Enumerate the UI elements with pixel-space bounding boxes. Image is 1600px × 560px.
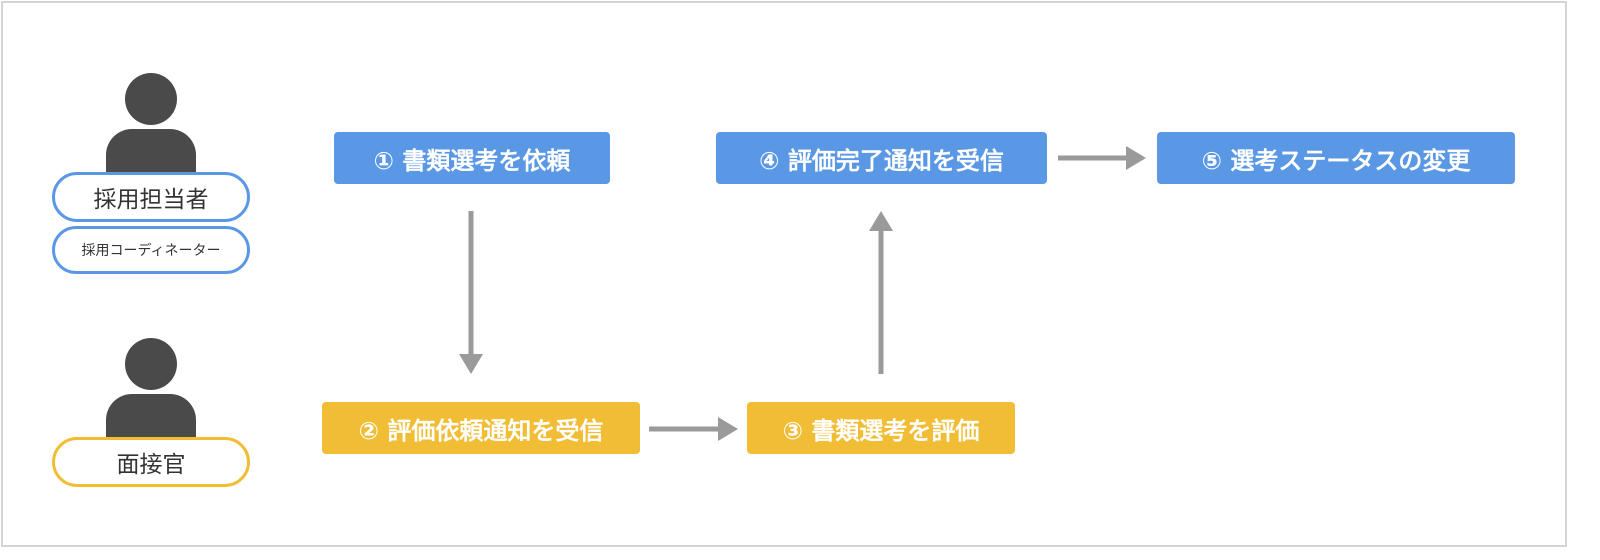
interviewer-role-text: 面接官 — [116, 452, 186, 478]
recruiter-subrole-label: 採用コーディネーター — [52, 226, 250, 274]
step-2-label: ② 評価依頼通知を受信 — [358, 416, 604, 445]
step-2-box: ② 評価依頼通知を受信 — [322, 402, 640, 454]
recruiter-person-icon — [106, 73, 196, 173]
recruiter-subrole-text: 採用コーディネーター — [81, 243, 221, 259]
step-4-box: ④ 評価完了通知を受信 — [716, 132, 1047, 184]
arrow-step3-to-step4 — [869, 211, 893, 374]
step-3-box: ③ 書類選考を評価 — [747, 402, 1015, 454]
arrow-step2-to-step3 — [649, 417, 738, 441]
recruiter-role-text: 採用担当者 — [93, 187, 209, 213]
step-5-box: ⑤ 選考ステータスの変更 — [1157, 132, 1515, 184]
arrow-step1-to-step2 — [459, 211, 483, 374]
step-3-label: ③ 書類選考を評価 — [782, 416, 980, 445]
person-body — [106, 394, 196, 438]
step-5-label: ⑤ 選考ステータスの変更 — [1201, 146, 1471, 175]
person-body — [106, 129, 196, 173]
interviewer-person-icon — [106, 338, 196, 438]
step-1-box: ① 書類選考を依頼 — [334, 132, 610, 184]
recruiter-role-label: 採用担当者 — [52, 172, 250, 222]
person-head — [125, 338, 177, 390]
person-head — [125, 73, 177, 125]
interviewer-role-label: 面接官 — [52, 437, 250, 487]
arrow-step4-to-step5 — [1058, 146, 1146, 170]
step-1-label: ① 書類選考を依頼 — [373, 146, 571, 175]
step-4-label: ④ 評価完了通知を受信 — [759, 146, 1004, 175]
diagram-frame — [1, 1, 1567, 547]
